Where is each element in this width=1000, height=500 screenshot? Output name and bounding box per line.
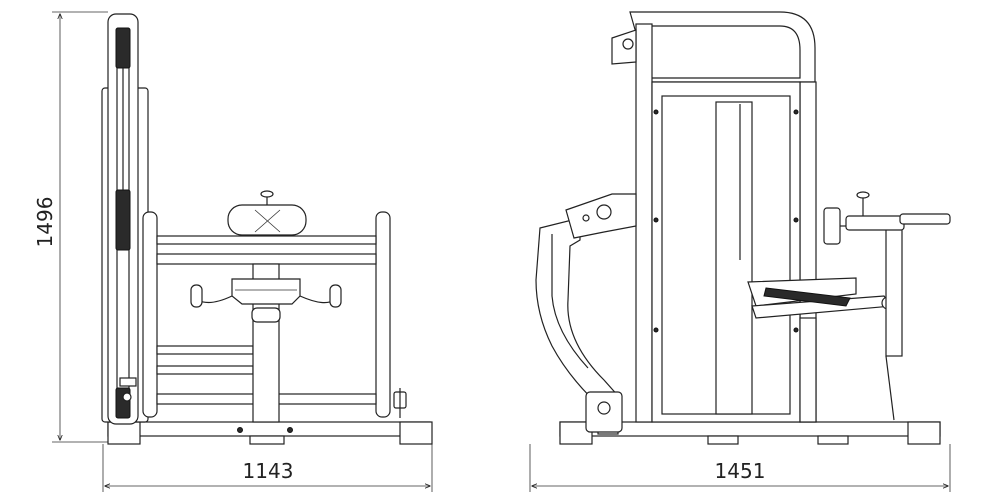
guide-rod-shroud — [715, 101, 753, 415]
side-front-upright — [635, 23, 653, 423]
front-back-pad — [227, 204, 307, 236]
side-back-pad — [823, 207, 841, 245]
side-width-label: 1451 — [715, 459, 766, 483]
front-right-post — [375, 211, 391, 418]
front-handle-left — [197, 295, 233, 304]
height-dimension: 1496 — [33, 11, 108, 443]
weight-stack-cover — [629, 11, 816, 83]
front-base-foot-left — [107, 421, 141, 445]
side-back-support — [885, 225, 903, 357]
front-width-label: 1143 — [243, 459, 294, 483]
side-base-foot-right — [907, 421, 941, 445]
front-view — [101, 13, 433, 445]
front-left-post — [142, 211, 158, 418]
upper-pulley — [115, 27, 131, 69]
side-view — [535, 11, 951, 445]
front-base-frame — [107, 421, 431, 437]
side-lever-arm — [535, 217, 621, 411]
side-width-dimension: 1451 — [529, 444, 951, 492]
height-dimension-label: 1496 — [33, 197, 57, 248]
side-base-foot-left — [559, 421, 593, 445]
front-seat — [231, 278, 301, 305]
front-base-foot-right — [399, 421, 433, 445]
side-handle — [899, 213, 951, 225]
front-width-dimension: 1143 — [102, 444, 433, 492]
weight-plates-top — [115, 189, 131, 251]
